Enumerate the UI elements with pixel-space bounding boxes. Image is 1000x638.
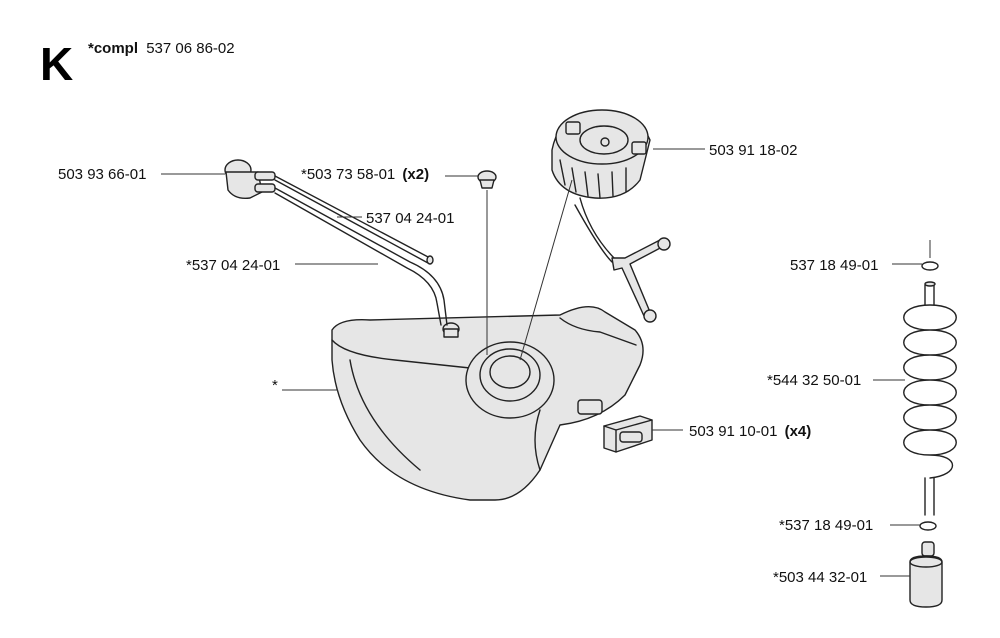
compl-number: 537 06 86-02: [146, 40, 234, 57]
label-503-44-32-01: *503 44 32-01: [773, 569, 867, 586]
label-537-04-24-01: 537 04 24-01: [366, 210, 454, 227]
label-537-18-49-01-alt: *537 18 49-01: [779, 517, 873, 534]
cap-strap: [574, 197, 671, 323]
label-503-91-18-02: 503 91 18-02: [709, 142, 797, 159]
label-537-04-24-01-alt: *537 04 24-01: [186, 257, 280, 274]
label-503-73-58-01: *503 73 58-01 (x2): [301, 166, 429, 183]
leader-lines: [161, 148, 922, 577]
fuel-cap: [551, 109, 651, 199]
compl-prefix: *compl: [88, 40, 138, 57]
rubber-buffer: [603, 415, 653, 453]
fuel-tank: [331, 306, 644, 501]
label-tank-asterisk: *: [272, 377, 278, 394]
fuel-pickup-assembly: [903, 240, 957, 608]
grommet: [477, 170, 497, 189]
label-537-18-49-01: 537 18 49-01: [790, 257, 878, 274]
label-544-32-50-01: *544 32 50-01: [767, 372, 861, 389]
fuel-valve-assembly: [224, 159, 276, 200]
section-letter: K: [40, 38, 73, 90]
coil-spring: [903, 304, 957, 479]
label-503-93-66-01: 503 93 66-01: [58, 166, 146, 183]
label-503-91-10-01: 503 91 10-01 (x4): [689, 423, 811, 440]
compl-reference: *compl 537 06 86-02: [88, 40, 235, 57]
fuel-hoses: [274, 175, 448, 326]
